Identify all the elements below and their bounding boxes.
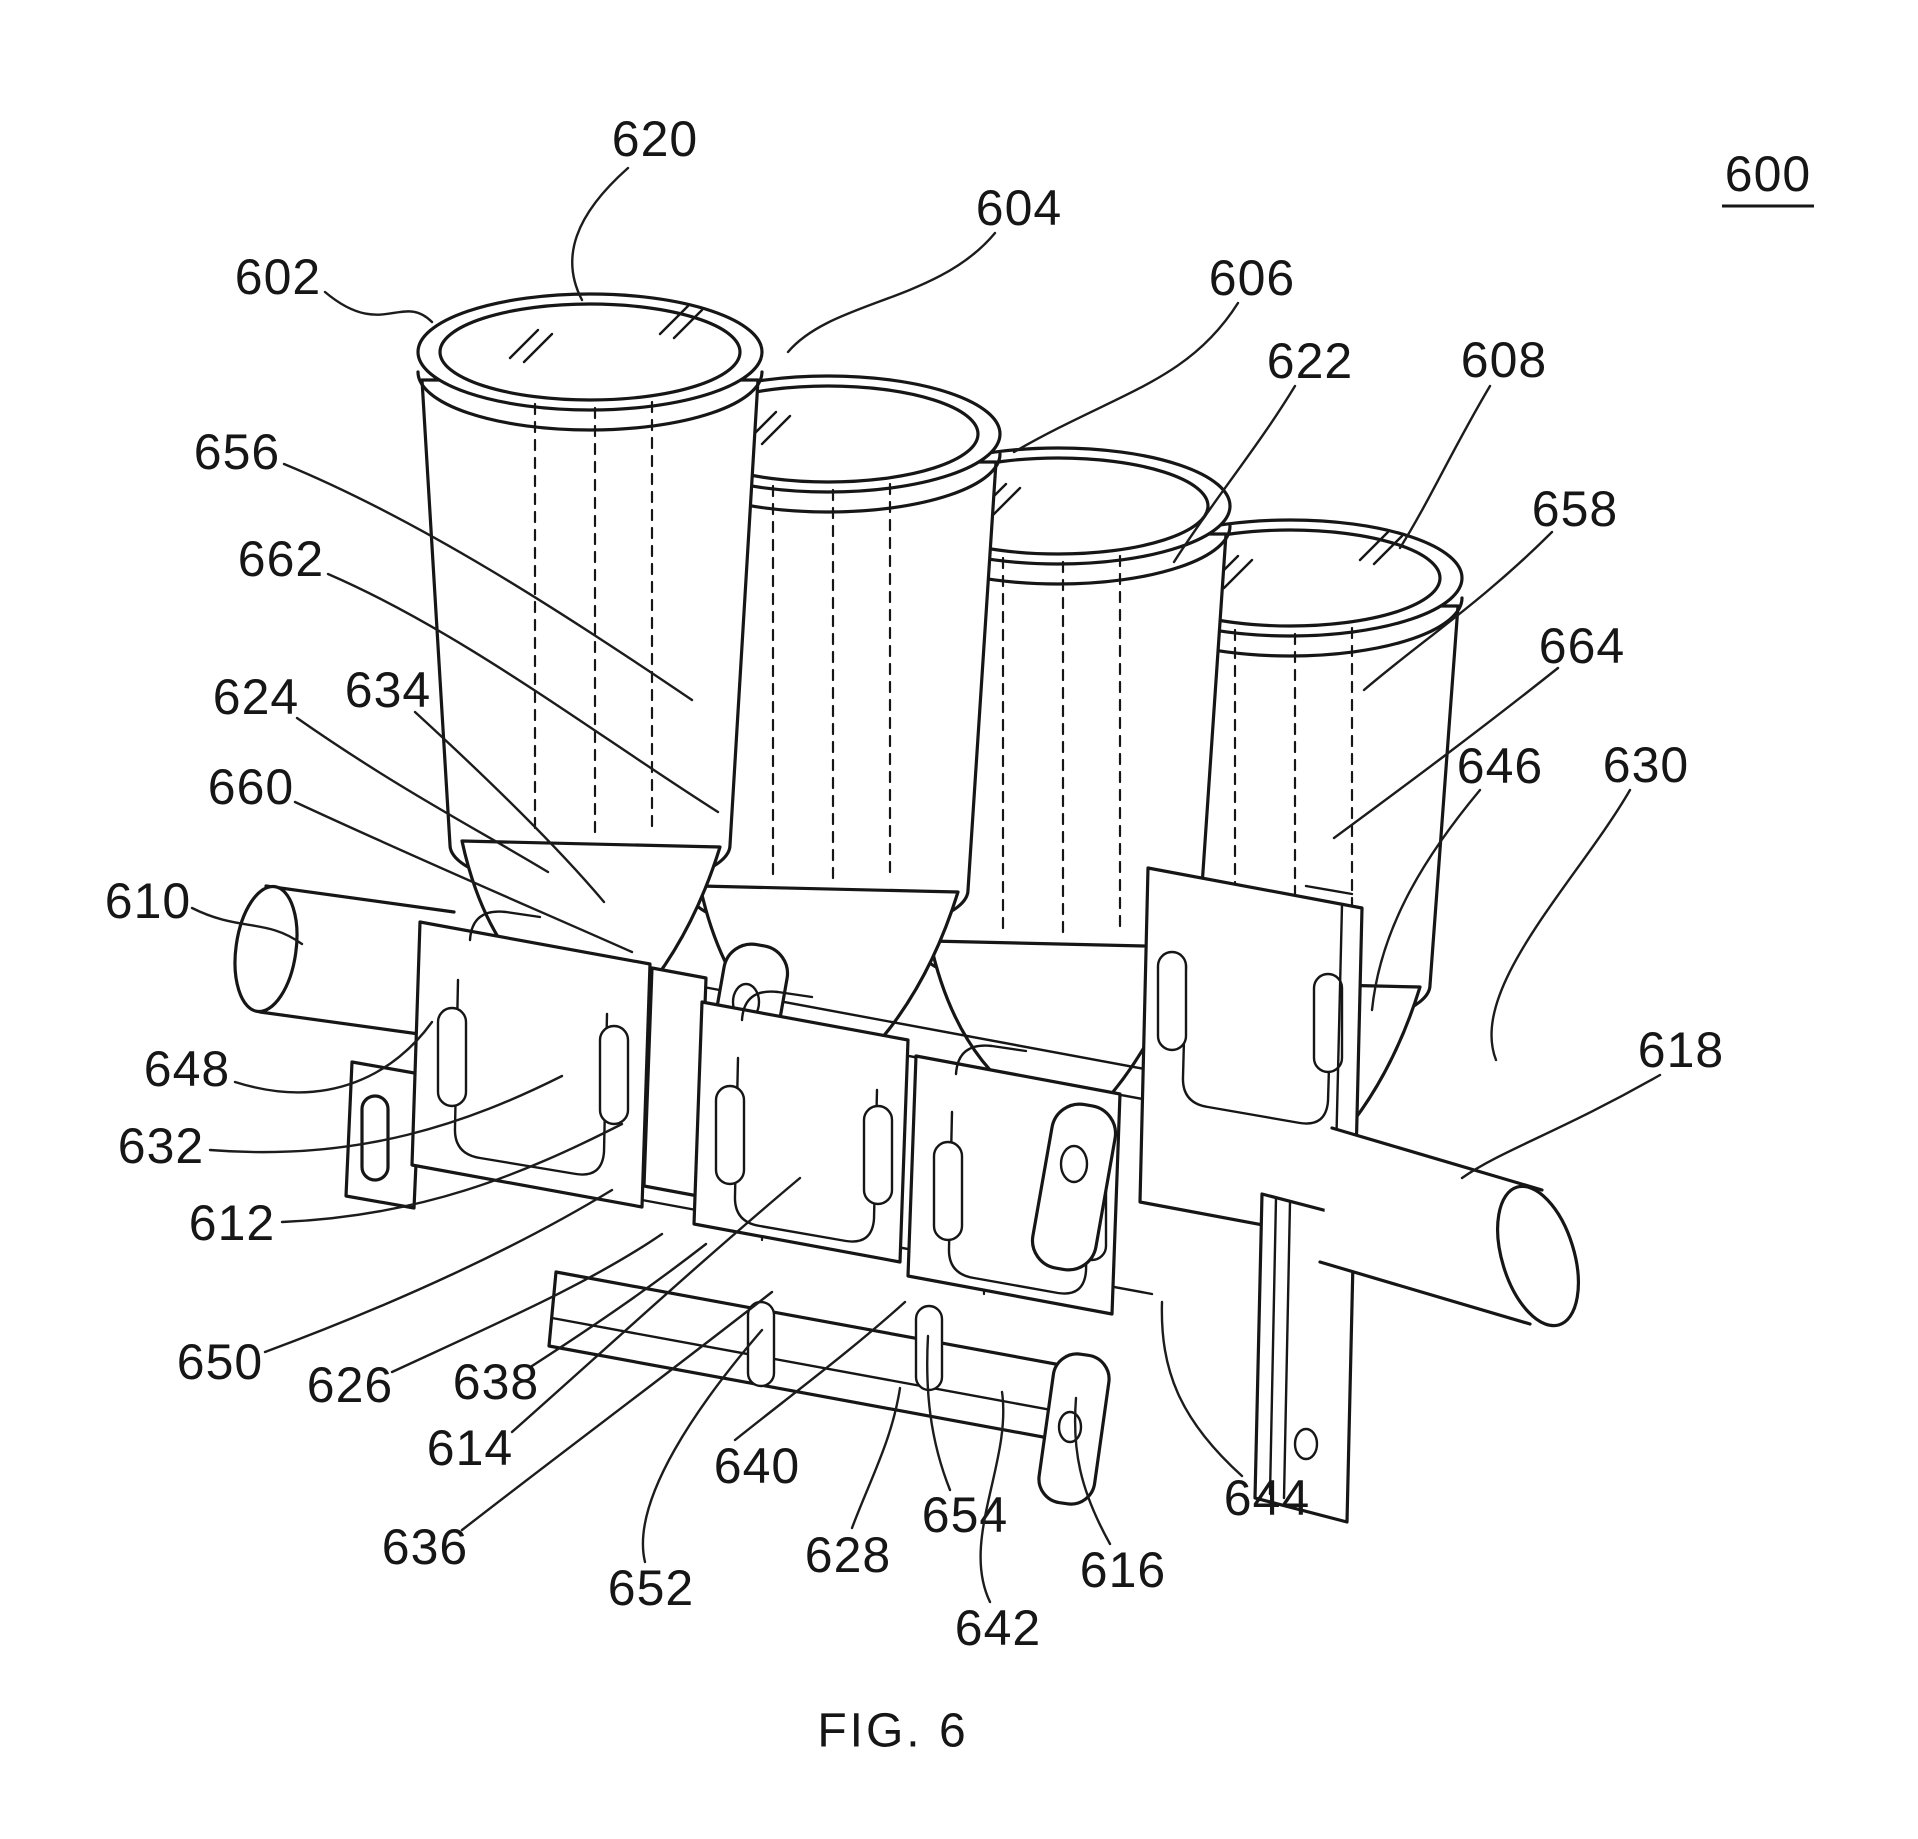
leader-656 bbox=[282, 462, 694, 702]
leader-618 bbox=[1460, 1073, 1662, 1180]
leader-638 bbox=[530, 1242, 708, 1368]
leader-632 bbox=[208, 1074, 564, 1154]
ref-label-642: 642 bbox=[955, 1600, 1041, 1656]
ref-label-660: 660 bbox=[208, 759, 294, 815]
assembly-line-art bbox=[233, 292, 1580, 1524]
ref-label-650: 650 bbox=[177, 1334, 263, 1390]
figure-caption-fig-6: FIG. 6 bbox=[817, 1705, 968, 1758]
ref-label-662: 662 bbox=[238, 531, 324, 587]
ref-label-652: 652 bbox=[608, 1560, 694, 1616]
figure-number-600: 600 bbox=[1725, 146, 1811, 202]
ref-label-648: 648 bbox=[144, 1041, 230, 1097]
ref-label-628: 628 bbox=[805, 1527, 891, 1583]
leader-642 bbox=[979, 1390, 1005, 1604]
leader-604 bbox=[786, 231, 997, 354]
leader-646 bbox=[1370, 788, 1482, 1012]
ref-label-664: 664 bbox=[1539, 618, 1625, 674]
ref-label-608: 608 bbox=[1461, 332, 1547, 388]
leader-648 bbox=[233, 1020, 434, 1094]
leader-612 bbox=[280, 1122, 624, 1224]
ref-label-654: 654 bbox=[922, 1487, 1008, 1543]
leader-626 bbox=[390, 1232, 664, 1374]
leader-616 bbox=[1073, 1396, 1112, 1546]
ref-label-612: 612 bbox=[189, 1195, 275, 1251]
ref-label-644: 644 bbox=[1224, 1470, 1310, 1526]
mounting-tab-2 bbox=[1030, 1102, 1118, 1272]
leader-660 bbox=[293, 800, 634, 954]
leader-650 bbox=[263, 1188, 614, 1354]
leader-628 bbox=[850, 1386, 902, 1530]
hanger-bracket-4 bbox=[1138, 866, 1364, 1244]
ref-label-616: 616 bbox=[1080, 1542, 1166, 1598]
leader-610 bbox=[190, 906, 304, 946]
ref-label-636: 636 bbox=[382, 1519, 468, 1575]
ref-label-620: 620 bbox=[612, 111, 698, 167]
leader-662 bbox=[326, 572, 720, 814]
latch-pin-2 bbox=[914, 1304, 944, 1392]
leader-630 bbox=[1490, 788, 1632, 1062]
ref-label-626: 626 bbox=[307, 1357, 393, 1413]
ref-label-606: 606 bbox=[1209, 250, 1295, 306]
left-shaft-cylinder bbox=[233, 884, 456, 1040]
ref-label-618: 618 bbox=[1638, 1022, 1724, 1078]
leader-606 bbox=[1012, 301, 1240, 454]
latch-pin-1 bbox=[746, 1300, 776, 1388]
ref-label-602: 602 bbox=[235, 249, 321, 305]
leader-622 bbox=[1172, 384, 1297, 564]
right-mounting-plate bbox=[1253, 1192, 1356, 1524]
leader-644 bbox=[1160, 1300, 1244, 1478]
ref-label-630: 630 bbox=[1603, 737, 1689, 793]
ref-label-604: 604 bbox=[976, 180, 1062, 236]
leader-636 bbox=[460, 1290, 774, 1532]
ref-label-610: 610 bbox=[105, 873, 191, 929]
ref-label-632: 632 bbox=[118, 1118, 204, 1174]
leader-654 bbox=[926, 1334, 952, 1492]
leader-652 bbox=[641, 1328, 764, 1564]
leader-608 bbox=[1398, 384, 1492, 550]
bottom-plate bbox=[547, 1270, 1090, 1446]
hanger-bracket-1 bbox=[410, 910, 652, 1209]
leader-658 bbox=[1362, 530, 1554, 692]
ref-label-656: 656 bbox=[194, 424, 280, 480]
leader-634 bbox=[413, 710, 606, 904]
ref-label-614: 614 bbox=[427, 1420, 513, 1476]
hanger-bracket-2 bbox=[692, 990, 910, 1264]
leader-664 bbox=[1332, 666, 1560, 840]
mounting-tab-3 bbox=[1037, 1352, 1111, 1506]
ref-label-624: 624 bbox=[213, 669, 299, 725]
ref-label-646: 646 bbox=[1457, 738, 1543, 794]
leader-614 bbox=[510, 1176, 802, 1434]
ref-label-638: 638 bbox=[453, 1354, 539, 1410]
ref-label-622: 622 bbox=[1267, 333, 1353, 389]
leader-624 bbox=[295, 716, 550, 874]
leader-602 bbox=[323, 290, 434, 324]
leader-640 bbox=[733, 1300, 907, 1442]
left-end-bracket bbox=[344, 1060, 422, 1210]
ref-label-658: 658 bbox=[1532, 481, 1618, 537]
right-shaft-cylinder bbox=[1318, 1126, 1580, 1328]
ref-label-640: 640 bbox=[714, 1438, 800, 1494]
leader-620 bbox=[571, 166, 630, 302]
ref-label-634: 634 bbox=[345, 662, 431, 718]
